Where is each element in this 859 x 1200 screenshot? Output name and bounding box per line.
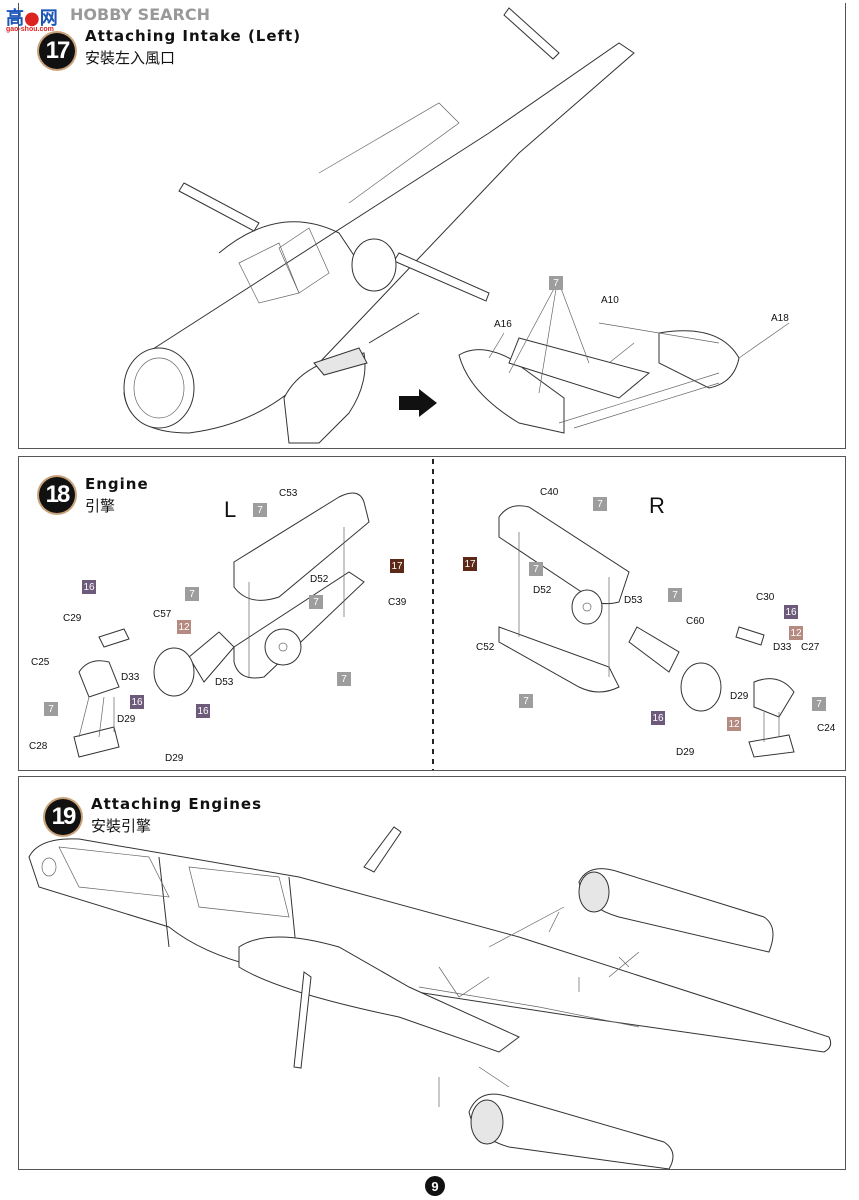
paint-code-chip: 16 bbox=[82, 580, 96, 594]
part-label: A10 bbox=[601, 295, 619, 306]
step-number-badge: 18 bbox=[39, 477, 75, 513]
engines-installation-diagram bbox=[28, 826, 832, 1170]
paint-code-chip: 7 bbox=[44, 702, 58, 716]
part-label: C30 bbox=[756, 592, 775, 603]
paint-code-chip: 7 bbox=[812, 697, 826, 711]
paint-code-chip: 17 bbox=[390, 559, 404, 573]
paint-code-chip: 7 bbox=[529, 562, 543, 576]
step-title: Attaching Engines bbox=[91, 795, 263, 813]
paint-code-chip: 7 bbox=[668, 588, 682, 602]
paint-code-chip: 16 bbox=[651, 711, 665, 725]
part-label: D33 bbox=[773, 642, 792, 653]
intake-diagram bbox=[123, 7, 790, 444]
part-label: D29 bbox=[676, 747, 695, 758]
part-label: C57 bbox=[153, 609, 172, 620]
part-label: C52 bbox=[476, 642, 495, 653]
part-label: D29 bbox=[117, 714, 136, 725]
step-title: Attaching Intake (Left) bbox=[85, 27, 302, 45]
paint-code-chip: 7 bbox=[593, 497, 607, 511]
step-18-panel: 18 Engine 引擎 L R C53 D52 C39 C29 C57 C25… bbox=[18, 456, 846, 771]
watermark-brand: HOBBY SEARCH bbox=[70, 5, 210, 24]
engine-diagram bbox=[73, 459, 795, 770]
paint-code-chip: 12 bbox=[727, 717, 741, 731]
step-subtitle: 安裝引擎 bbox=[91, 817, 152, 835]
part-label: C25 bbox=[31, 657, 50, 668]
paint-code-chip: 7 bbox=[253, 503, 267, 517]
part-label: C60 bbox=[686, 616, 705, 627]
arrow-icon bbox=[399, 389, 437, 417]
part-label: D29 bbox=[730, 691, 749, 702]
step-title: Engine bbox=[85, 475, 149, 493]
paint-code-chip: 17 bbox=[463, 557, 477, 571]
watermark-url: gao-shou.com bbox=[6, 26, 54, 33]
step-17-panel: 17 Attaching Intake (Left) 安裝左入風口 7 A10 … bbox=[18, 3, 846, 449]
side-label-left: L bbox=[224, 497, 237, 522]
part-label: C27 bbox=[801, 642, 820, 653]
paint-code-chip: 7 bbox=[337, 672, 351, 686]
step-19-panel: 19 Attaching Engines 安裝引擎 bbox=[18, 776, 846, 1170]
part-label: A18 bbox=[771, 313, 789, 324]
watermark-logo: 高●网 gao-shou.com bbox=[6, 8, 58, 33]
step-number-badge: 17 bbox=[39, 33, 75, 69]
paint-code-chip: 7 bbox=[185, 587, 199, 601]
paint-code-chip: 7 bbox=[549, 276, 563, 290]
part-label: A16 bbox=[494, 319, 512, 330]
part-label: D52 bbox=[533, 585, 552, 596]
side-label-right: R bbox=[649, 493, 665, 518]
part-label: C53 bbox=[279, 488, 298, 499]
step-subtitle: 安裝左入風口 bbox=[85, 49, 176, 67]
part-label: C28 bbox=[29, 741, 48, 752]
part-label: C39 bbox=[388, 597, 407, 608]
part-label: D53 bbox=[624, 595, 643, 606]
paint-code-chip: 16 bbox=[784, 605, 798, 619]
paint-code-chip: 12 bbox=[789, 626, 803, 640]
paint-code-chip: 12 bbox=[177, 620, 191, 634]
part-label: D29 bbox=[165, 753, 184, 764]
part-label: D33 bbox=[121, 672, 140, 683]
paint-code-chip: 16 bbox=[130, 695, 144, 709]
part-label: C29 bbox=[63, 613, 82, 624]
paint-code-chip: 7 bbox=[309, 595, 323, 609]
part-label: D52 bbox=[310, 574, 329, 585]
part-label: C24 bbox=[817, 723, 836, 734]
paint-code-chip: 16 bbox=[196, 704, 210, 718]
part-label: C40 bbox=[540, 487, 559, 498]
part-label: D53 bbox=[215, 677, 234, 688]
step-subtitle: 引擎 bbox=[85, 497, 116, 515]
step-number-badge: 19 bbox=[45, 799, 81, 835]
paint-code-chip: 7 bbox=[519, 694, 533, 708]
page-number: 9 bbox=[425, 1176, 445, 1196]
